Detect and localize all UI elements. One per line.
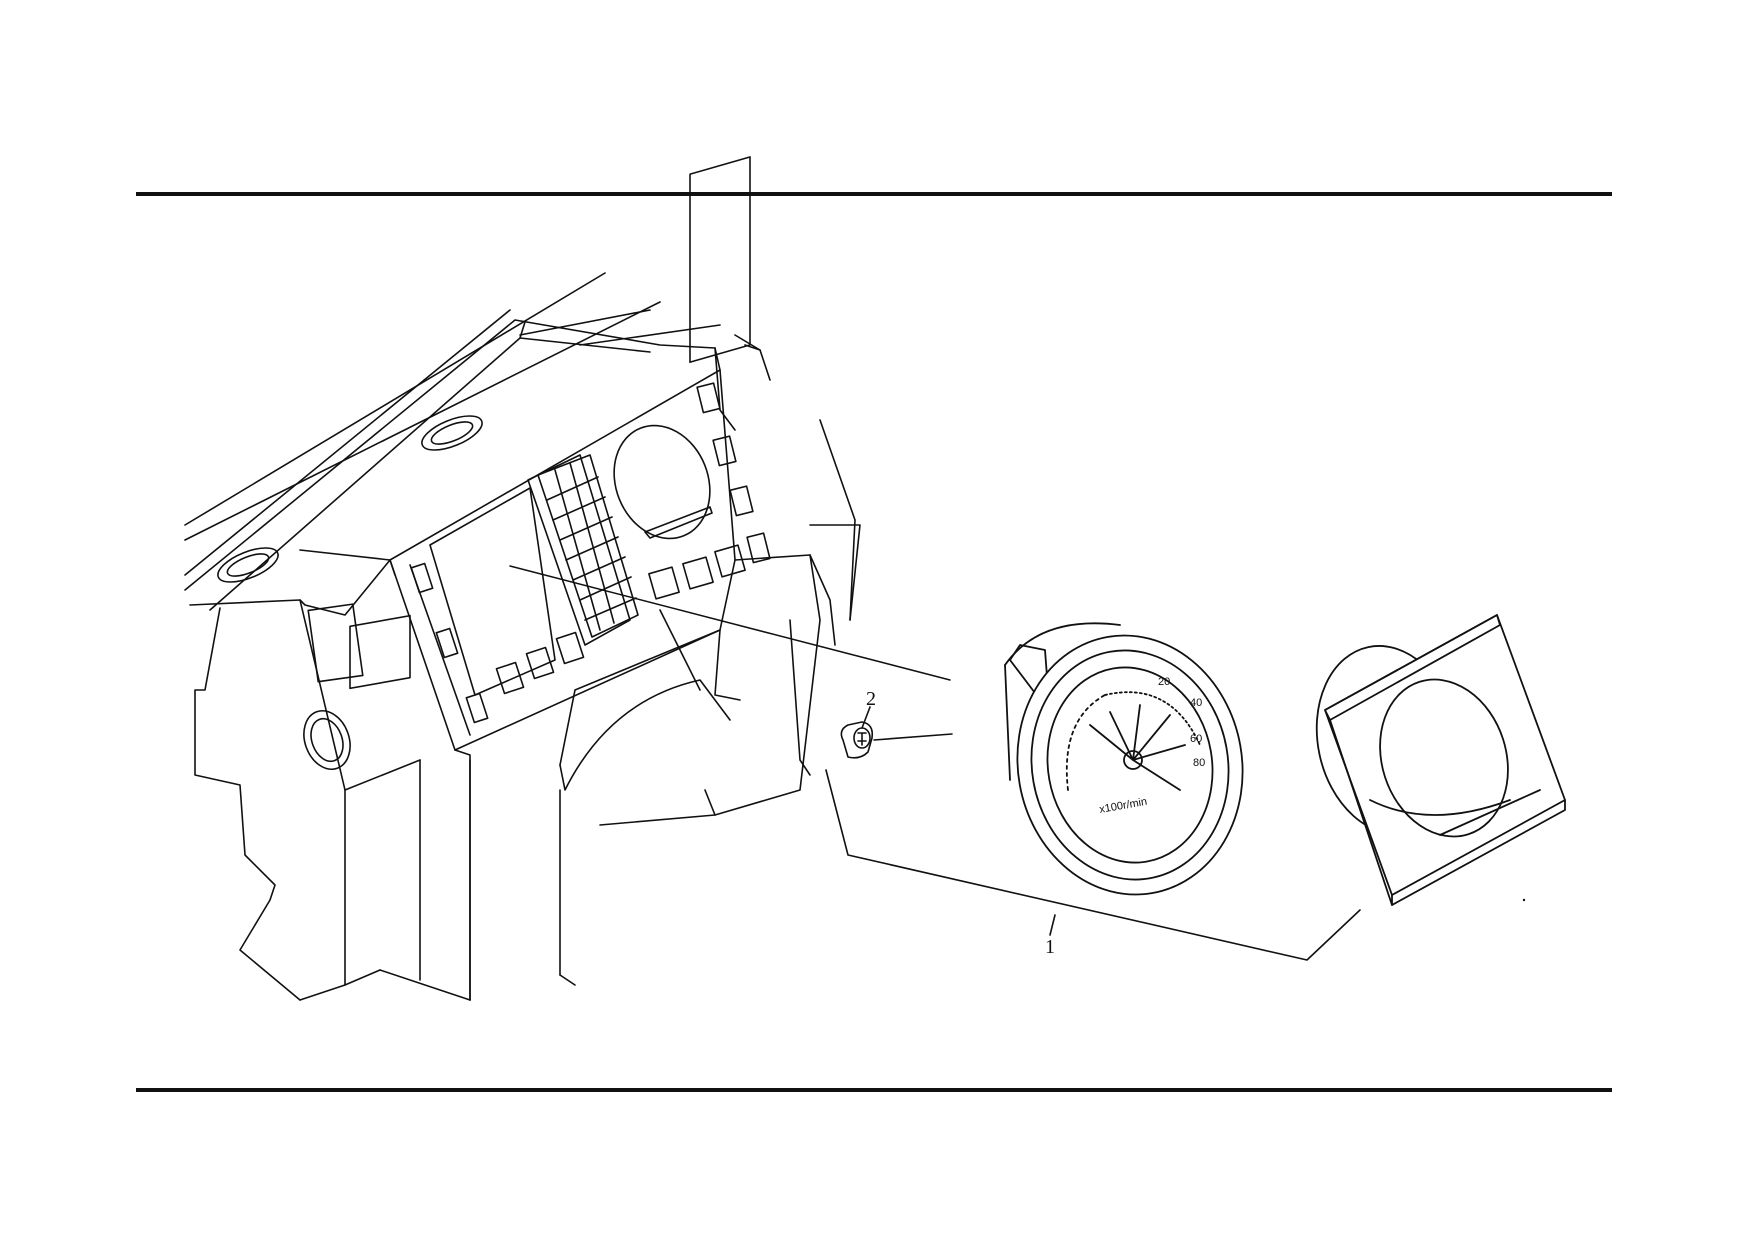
gauge-scale-40: 40 (1190, 697, 1202, 709)
leader-line-dash-to-gauge (509, 565, 951, 681)
callout-label-1: 1 (1045, 936, 1055, 958)
left-grid-panel (349, 614, 411, 690)
left-panel-display (307, 603, 364, 683)
bezel-window (1379, 678, 1509, 838)
bulb-socket-part-2 (840, 706, 953, 759)
gauge-scale-60: 60 (1190, 733, 1202, 745)
defroster-vent-left (217, 547, 279, 583)
callout-label-2: 2 (866, 688, 876, 710)
gauge-scale-20: 20 (1158, 676, 1170, 688)
gauge-mounting-bezel (1315, 614, 1566, 906)
dashboard-assembly (184, 156, 861, 1001)
left-round-vent (303, 710, 351, 770)
gauge-dial-face (1046, 666, 1214, 864)
center-keypad-grid (527, 454, 639, 646)
defroster-vent-center (421, 415, 483, 451)
tachometer-gauge-part-1 (1004, 622, 1244, 896)
callout-bracket-1 (825, 769, 1361, 961)
center-display-screen (429, 487, 556, 696)
dash-gauge-opening (613, 424, 711, 540)
gauge-scale-80: 80 (1193, 757, 1205, 769)
